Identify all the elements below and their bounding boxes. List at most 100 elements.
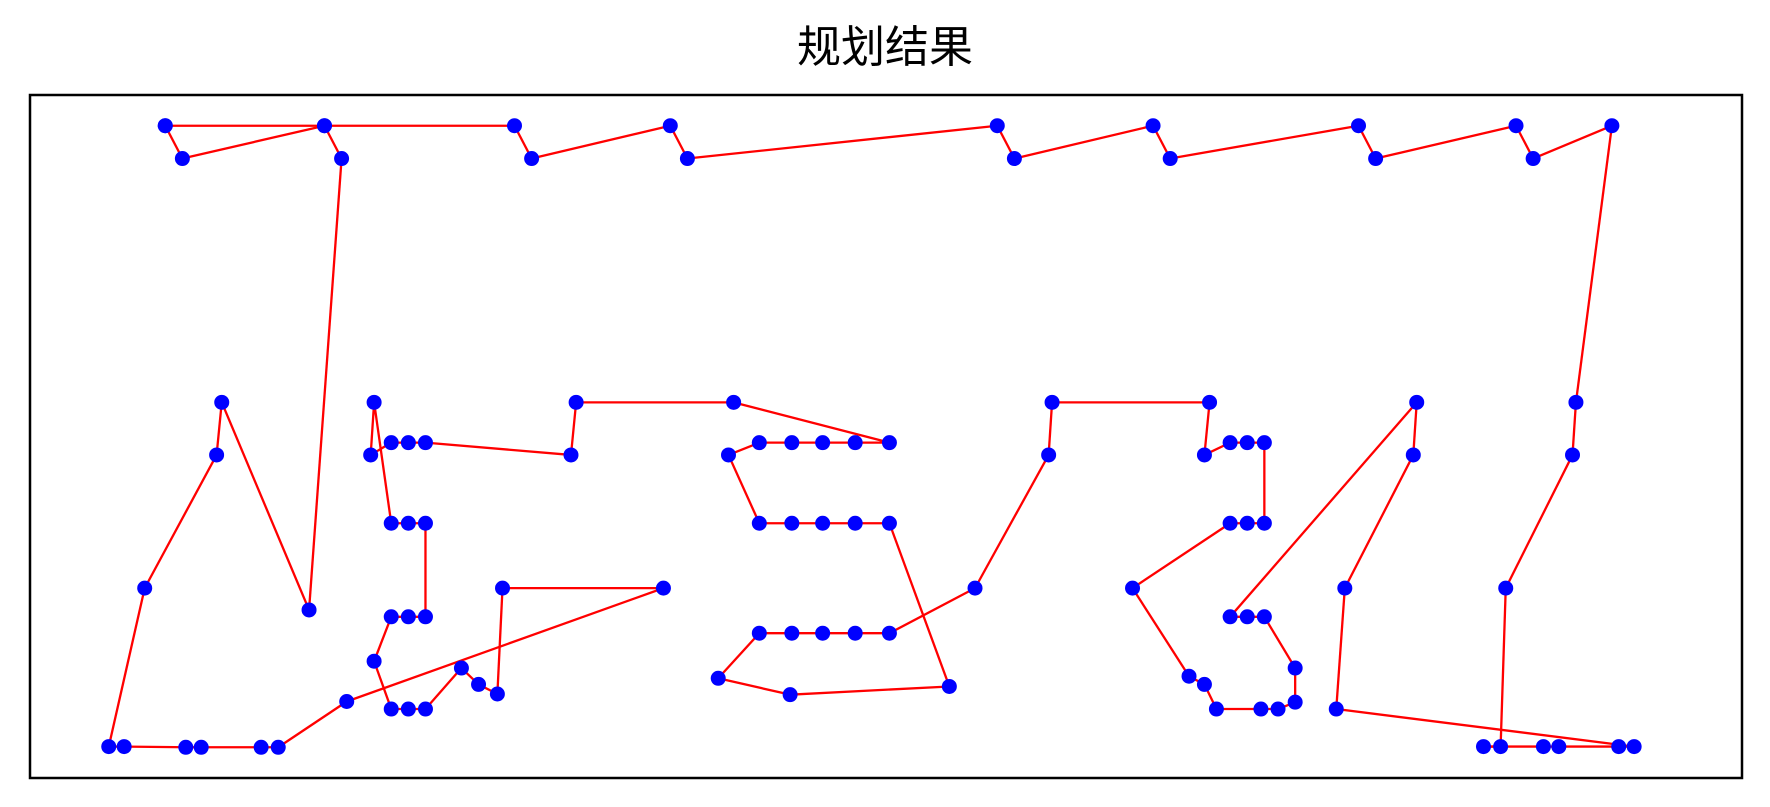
route-point	[815, 625, 831, 641]
route-point	[1256, 609, 1272, 625]
route-point	[1196, 676, 1212, 692]
route-point	[847, 625, 863, 641]
route-point	[334, 151, 350, 167]
route-point	[1202, 394, 1218, 410]
route-segment	[1014, 124, 1154, 160]
route-point	[1239, 515, 1255, 531]
route-point	[782, 687, 798, 703]
route-segment	[220, 401, 311, 611]
route-segment	[717, 632, 761, 680]
route-point	[1256, 435, 1272, 451]
route-point	[1041, 447, 1057, 463]
route-segment	[425, 441, 572, 457]
route-point	[784, 435, 800, 451]
route-point	[214, 394, 230, 410]
route-segment	[372, 402, 393, 524]
route-segment	[531, 124, 671, 160]
route-segment	[373, 616, 393, 662]
route-segment	[107, 587, 146, 747]
route-segment	[215, 402, 223, 456]
route-point	[1565, 447, 1581, 463]
route-point	[366, 653, 382, 669]
route-point	[366, 394, 382, 410]
route-point	[1287, 694, 1303, 710]
route-point	[1568, 394, 1584, 410]
route-point	[881, 435, 897, 451]
route-segment	[1574, 125, 1614, 403]
route-point	[489, 686, 505, 702]
route-point	[1409, 394, 1425, 410]
route-point	[400, 435, 416, 451]
route-point	[989, 118, 1005, 134]
route-segment	[143, 454, 218, 589]
route-segment	[1532, 124, 1613, 160]
route-point	[1498, 580, 1514, 596]
route-segment	[424, 667, 463, 710]
route-point	[1351, 118, 1367, 134]
route-point	[383, 515, 399, 531]
route-segment	[1335, 588, 1346, 710]
route-point	[1328, 701, 1344, 717]
route-point	[137, 580, 153, 596]
route-segment	[687, 124, 998, 160]
route-point	[400, 701, 416, 717]
route-point	[1145, 118, 1161, 134]
route-segment	[1571, 402, 1578, 456]
route-segment	[1336, 707, 1635, 748]
route-point	[751, 625, 767, 641]
route-segment	[1169, 124, 1359, 160]
route-point	[116, 739, 132, 755]
route-point	[495, 580, 511, 596]
route-segment	[569, 402, 578, 456]
route-point	[506, 118, 522, 134]
route-point	[726, 394, 742, 410]
route-point	[383, 609, 399, 625]
route-point	[1604, 118, 1620, 134]
route-point	[1162, 151, 1178, 167]
route-point	[720, 447, 736, 463]
route-point	[1525, 151, 1541, 167]
route-point	[1626, 739, 1642, 755]
route-segment	[1343, 454, 1415, 589]
route-point	[815, 515, 831, 531]
route-segment	[717, 677, 791, 696]
route-point	[157, 118, 173, 134]
route-segment	[888, 587, 976, 635]
route-point	[1611, 739, 1627, 755]
route-point	[815, 435, 831, 451]
route-segment	[1504, 454, 1574, 589]
route-point	[471, 676, 487, 692]
route-point	[751, 515, 767, 531]
route-point	[417, 701, 433, 717]
route-segment	[307, 158, 343, 611]
route-point	[1239, 435, 1255, 451]
route-point	[363, 447, 379, 463]
route-point	[1551, 739, 1567, 755]
route-point	[193, 739, 209, 755]
route-segment	[888, 522, 951, 687]
route-segment	[1047, 402, 1054, 456]
route-point	[316, 118, 332, 134]
route-point	[1475, 739, 1491, 755]
route-point	[1222, 435, 1238, 451]
route-point	[1125, 580, 1141, 596]
route-point	[1287, 660, 1303, 676]
route-point	[209, 447, 225, 463]
route-segment	[373, 660, 393, 710]
route-point	[1196, 447, 1212, 463]
route-segment	[974, 454, 1050, 589]
route-segment	[790, 685, 950, 696]
route-point	[1006, 151, 1022, 167]
route-point	[847, 515, 863, 531]
route-point	[178, 739, 194, 755]
route-point	[417, 609, 433, 625]
route-segment	[1229, 401, 1418, 618]
route-segment	[182, 124, 325, 160]
route-point	[710, 670, 726, 686]
route-point	[1535, 739, 1551, 755]
route-point	[1270, 701, 1286, 717]
route-segment	[1499, 588, 1507, 747]
route-point	[1239, 609, 1255, 625]
route-point	[847, 435, 863, 451]
route-point	[253, 739, 269, 755]
